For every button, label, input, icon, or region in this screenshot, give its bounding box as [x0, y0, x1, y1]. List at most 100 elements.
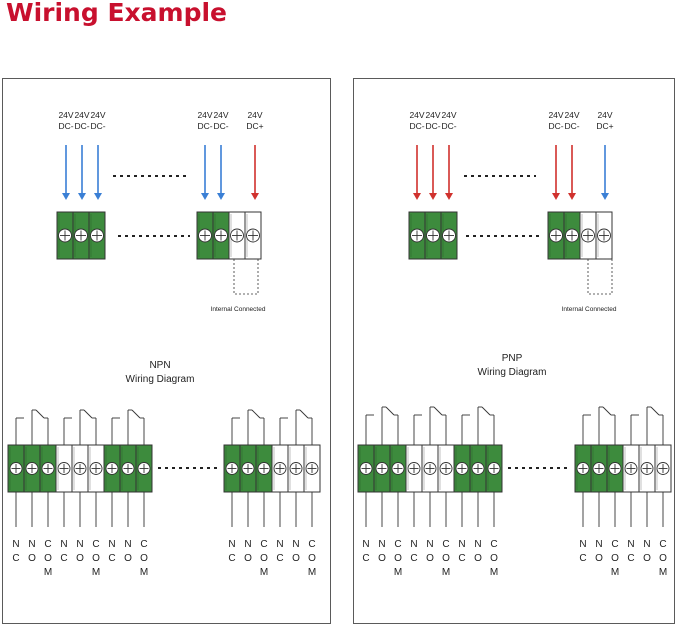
supply-polarity-label: DC+ — [246, 121, 263, 131]
pin-label: O — [124, 553, 132, 564]
pin-label: C — [108, 553, 115, 564]
arrow-head-icon — [78, 193, 86, 200]
arrow-head-icon — [429, 193, 437, 200]
pin-label: M — [611, 567, 619, 578]
supply-voltage-label: 24V — [441, 110, 456, 120]
pin-label: C — [394, 539, 401, 550]
pin-label: O — [595, 553, 603, 564]
pin-label: O — [28, 553, 36, 564]
supply-voltage-label: 24V — [197, 110, 212, 120]
pin-label: N — [28, 539, 35, 550]
pin-label: C — [627, 553, 634, 564]
diagram-caption: Wiring Diagram — [478, 367, 547, 378]
pin-label: C — [140, 539, 147, 550]
pnp-panel — [353, 78, 675, 624]
pin-label: O — [474, 553, 482, 564]
pin-label: O — [44, 553, 52, 564]
supply-voltage-label: 24V — [247, 110, 262, 120]
pin-label: N — [378, 539, 385, 550]
supply-voltage-label: 24V — [409, 110, 424, 120]
pin-label: N — [627, 539, 634, 550]
supply-polarity-label: DC- — [197, 121, 212, 131]
pin-label: C — [276, 553, 283, 564]
arrow-head-icon — [445, 193, 453, 200]
supply-polarity-label: DC- — [409, 121, 424, 131]
pin-label: C — [44, 539, 51, 550]
pin-label: C — [308, 539, 315, 550]
arrow-head-icon — [201, 193, 209, 200]
pin-label: O — [611, 553, 619, 564]
pin-label: C — [60, 553, 67, 564]
pin-label: M — [44, 567, 52, 578]
supply-polarity-label: DC- — [548, 121, 563, 131]
pin-label: N — [474, 539, 481, 550]
supply-voltage-label: 24V — [58, 110, 73, 120]
pin-label: N — [426, 539, 433, 550]
pin-label: M — [490, 567, 498, 578]
pin-label: O — [292, 553, 300, 564]
pin-label: O — [394, 553, 402, 564]
arrow-head-icon — [601, 193, 609, 200]
pin-label: O — [92, 553, 100, 564]
relay-contact — [481, 406, 491, 416]
pin-label: M — [260, 567, 268, 578]
pin-label: O — [260, 553, 268, 564]
pin-label: N — [410, 539, 417, 550]
internal-connection — [233, 258, 259, 295]
pin-label: M — [659, 567, 667, 578]
relay-contact — [131, 409, 141, 419]
pin-label: N — [643, 539, 650, 550]
pin-label: M — [140, 567, 148, 578]
arrow-head-icon — [568, 193, 576, 200]
supply-polarity-label: DC- — [213, 121, 228, 131]
supply-voltage-label: 24V — [564, 110, 579, 120]
pin-label: O — [308, 553, 316, 564]
pin-label: C — [228, 553, 235, 564]
diagram-type-label: PNP — [502, 353, 523, 364]
pin-label: N — [124, 539, 131, 550]
pin-label: C — [410, 553, 417, 564]
relay-contact — [83, 409, 93, 419]
relay-contact — [385, 406, 395, 416]
pin-label: N — [362, 539, 369, 550]
pin-label: C — [92, 539, 99, 550]
relay-contact — [251, 409, 261, 419]
pin-label: O — [244, 553, 252, 564]
supply-polarity-label: DC- — [74, 121, 89, 131]
pin-label: N — [458, 539, 465, 550]
internal-connected-label: Internal Connected — [211, 306, 266, 313]
pin-label: N — [595, 539, 602, 550]
internal-connection — [587, 258, 613, 295]
pin-label: C — [490, 539, 497, 550]
supply-voltage-label: 24V — [90, 110, 105, 120]
pin-label: N — [228, 539, 235, 550]
supply-voltage-label: 24V — [213, 110, 228, 120]
arrow-head-icon — [94, 193, 102, 200]
arrow-head-icon — [62, 193, 70, 200]
pin-label: C — [611, 539, 618, 550]
pin-label: N — [12, 539, 19, 550]
pin-label: M — [308, 567, 316, 578]
pin-label: O — [426, 553, 434, 564]
pin-label: M — [442, 567, 450, 578]
relay-contact — [433, 406, 443, 416]
supply-voltage-label: 24V — [548, 110, 563, 120]
pin-label: C — [659, 539, 666, 550]
supply-voltage-label: 24V — [74, 110, 89, 120]
supply-polarity-label: DC- — [58, 121, 73, 131]
supply-polarity-label: DC+ — [596, 121, 613, 131]
pin-label: C — [579, 553, 586, 564]
arrow-head-icon — [217, 193, 225, 200]
arrow-head-icon — [552, 193, 560, 200]
supply-polarity-label: DC- — [564, 121, 579, 131]
pin-label: C — [12, 553, 19, 564]
pin-label: N — [60, 539, 67, 550]
pin-label: N — [579, 539, 586, 550]
npn-panel — [2, 78, 331, 624]
pin-label: C — [458, 553, 465, 564]
pin-label: N — [292, 539, 299, 550]
relay-contact — [602, 406, 612, 416]
pin-label: M — [394, 567, 402, 578]
pin-label: M — [92, 567, 100, 578]
